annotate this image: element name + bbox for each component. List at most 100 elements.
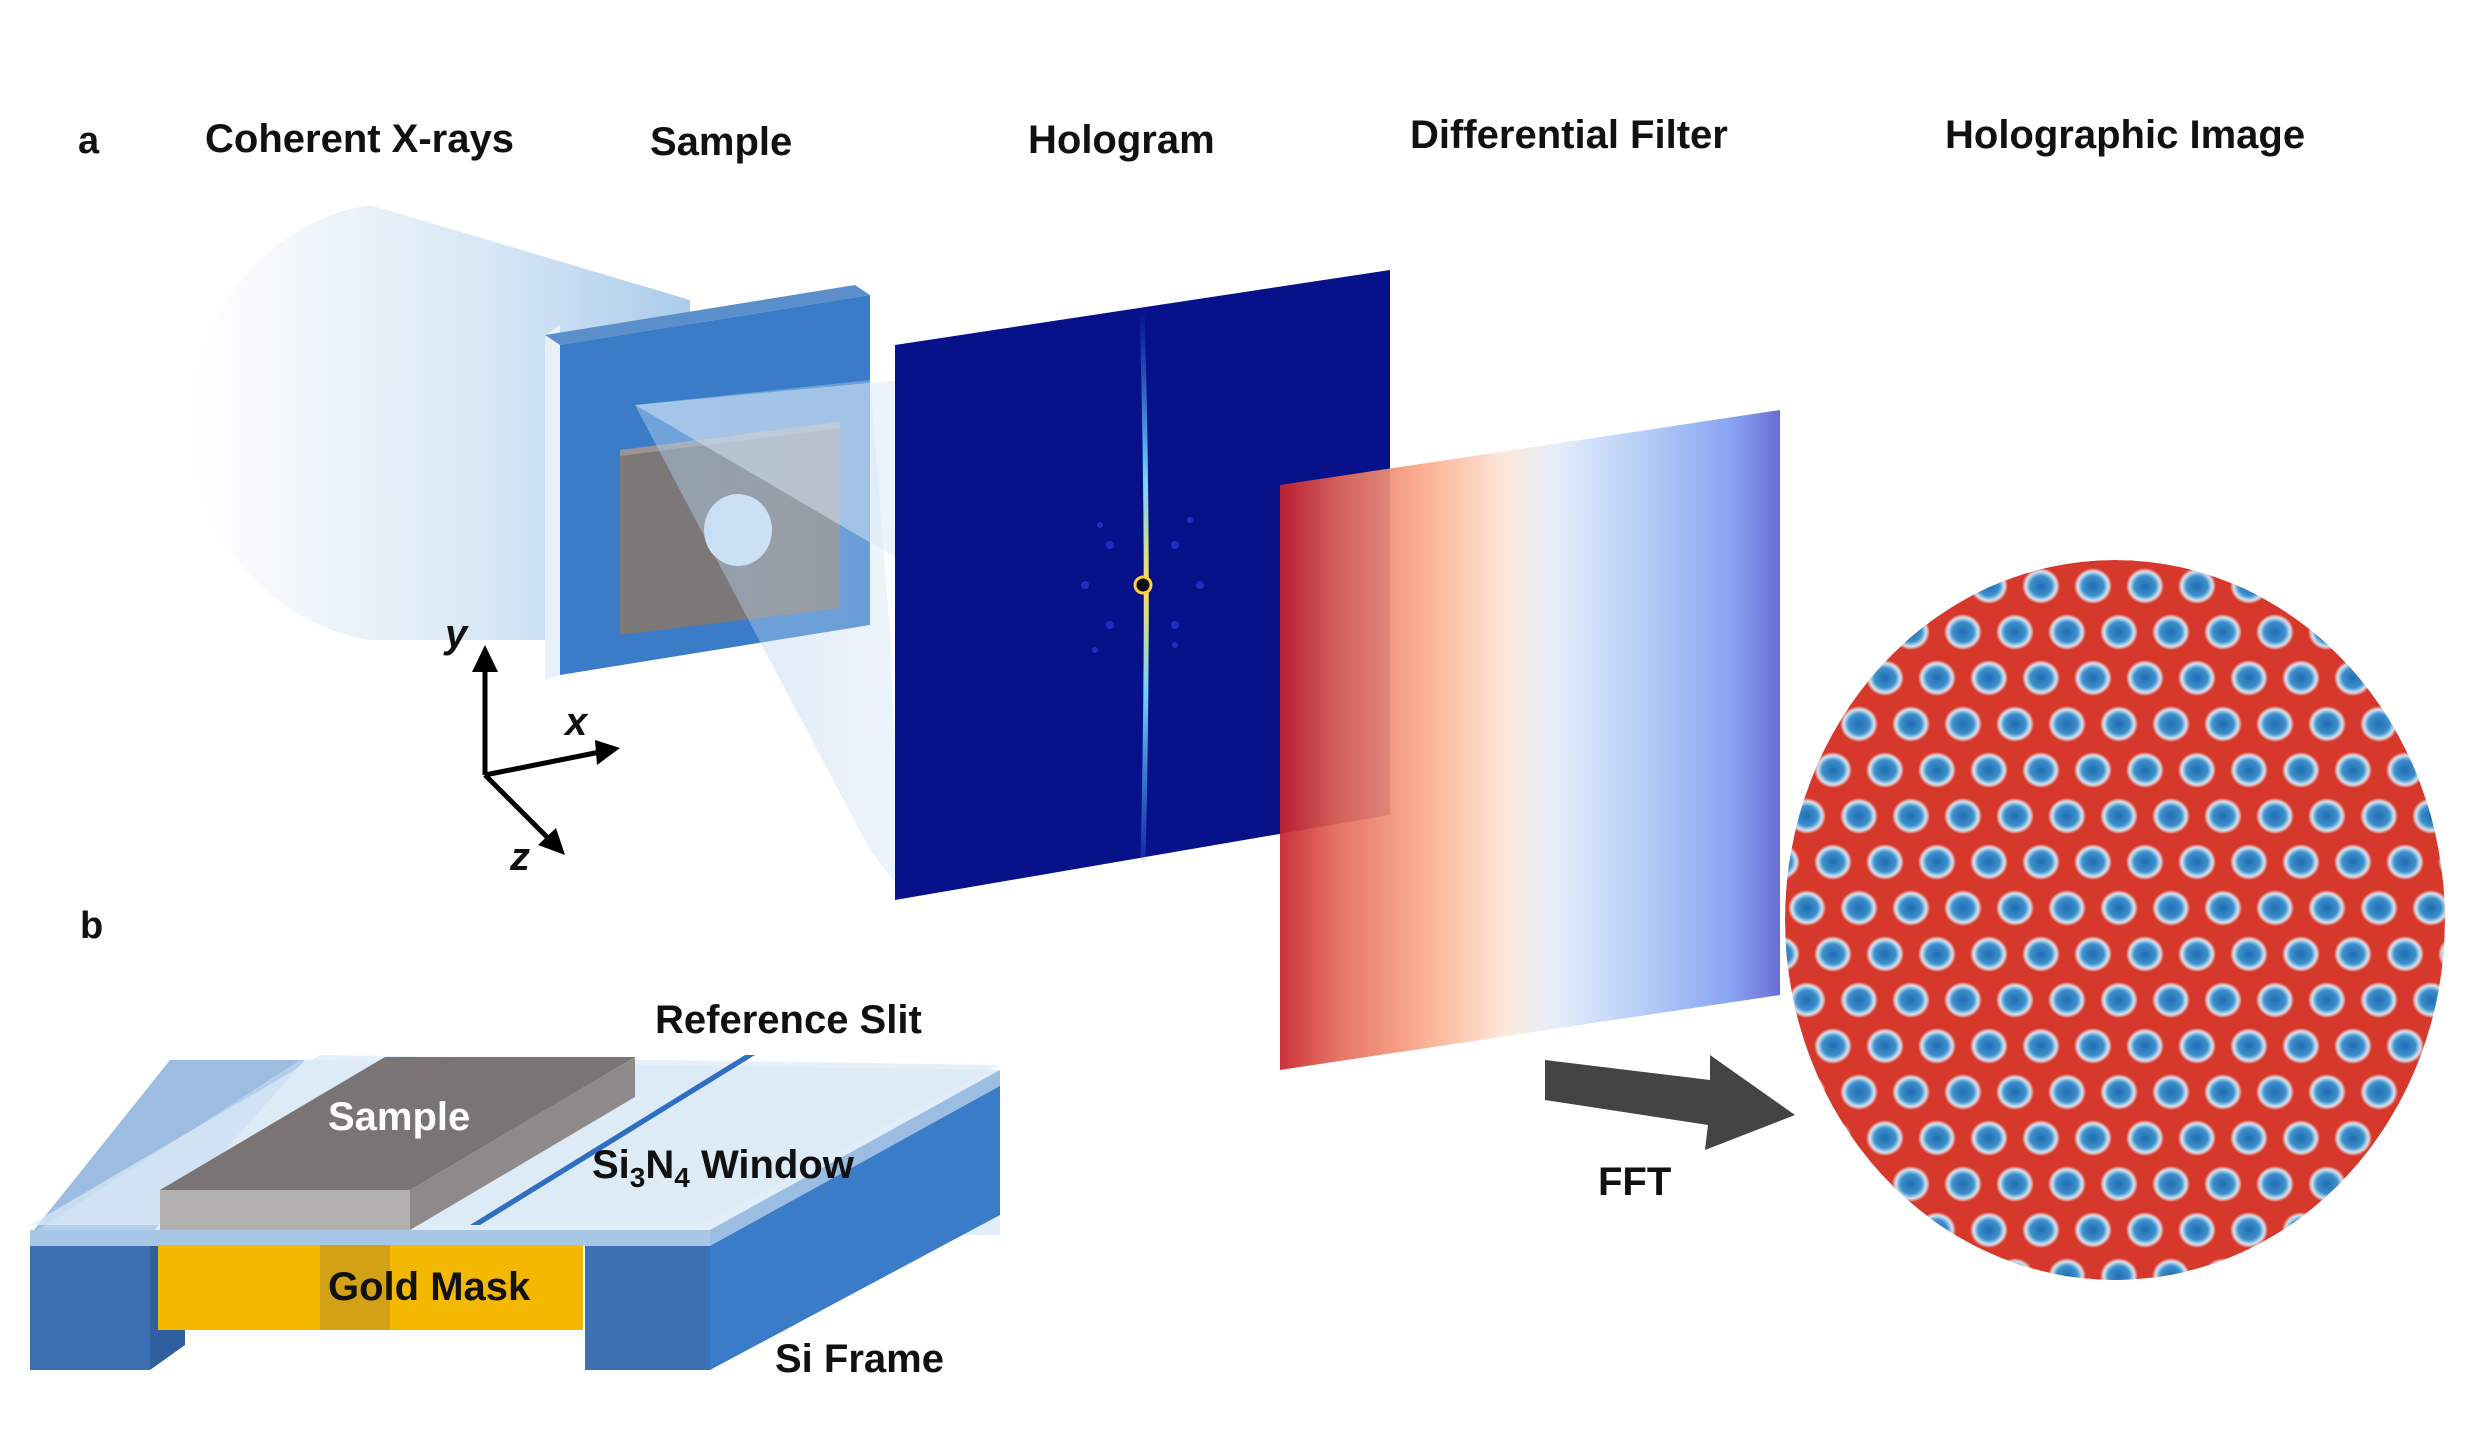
axis-y-label: y bbox=[445, 612, 468, 656]
skyrmion-domain bbox=[1785, 1212, 1800, 1248]
skyrmion-domain bbox=[2126, 936, 2164, 972]
skyrmion-domain bbox=[2360, 798, 2398, 834]
skyrmion-domain bbox=[2230, 936, 2268, 972]
skyrmion-domain bbox=[2100, 614, 2138, 650]
skyrmion-domain bbox=[2152, 1166, 2190, 1202]
sample-frame-top bbox=[545, 285, 870, 345]
gold-mask-label: Gold Mask bbox=[328, 1265, 531, 1309]
skyrmion-domain bbox=[1892, 1074, 1930, 1110]
skyrmion-domain bbox=[1918, 752, 1956, 788]
sample-slab-side bbox=[410, 1057, 635, 1230]
skyrmion-domain bbox=[2178, 1028, 2216, 1064]
skyrmion-domain bbox=[2048, 1074, 2086, 1110]
skyrmion-domain bbox=[2412, 890, 2445, 926]
fft-arrow bbox=[1545, 1055, 1795, 1150]
skyrmion-domain bbox=[1996, 1074, 2034, 1110]
skyrmion-domain bbox=[2152, 706, 2190, 742]
skyrmion-domain bbox=[2360, 1074, 2398, 1110]
skyrmion-domain bbox=[2386, 936, 2424, 972]
skyrmion-domain bbox=[2178, 1212, 2216, 1248]
skyrmion-domain bbox=[2178, 660, 2216, 696]
panel-b-letter: b bbox=[80, 905, 104, 947]
skyrmion-domain bbox=[2230, 1120, 2268, 1156]
skyrmion-domain bbox=[2022, 660, 2060, 696]
skyrmion-domain bbox=[1996, 706, 2034, 742]
skyrmion-domain bbox=[1840, 798, 1878, 834]
skyrmion-domain bbox=[1840, 706, 1878, 742]
si-frame-right-face bbox=[710, 1075, 1000, 1370]
skyrmion-domain bbox=[1944, 1166, 1982, 1202]
skyrmion-domain bbox=[2022, 1028, 2060, 1064]
skyrmion-domain bbox=[2282, 936, 2320, 972]
title-coherent-xrays: Coherent X-rays bbox=[205, 117, 514, 161]
skyrmion-domain bbox=[2100, 1166, 2138, 1202]
sample-slab-front bbox=[160, 1190, 410, 1230]
reference-slit bbox=[470, 1055, 755, 1225]
skyrmion-domain bbox=[1944, 706, 1982, 742]
skyrmion-domain bbox=[1944, 614, 1982, 650]
skyrmion-domain bbox=[2152, 614, 2190, 650]
skyrmion-domain bbox=[2100, 982, 2138, 1018]
skyrmion-domain bbox=[1970, 752, 2008, 788]
skyrmion-domain bbox=[2256, 890, 2294, 926]
skyrmion-domain bbox=[2022, 1212, 2060, 1248]
skyrmion-domain bbox=[1788, 890, 1826, 926]
window-slab-side bbox=[710, 1070, 1000, 1246]
skyrmion-domain bbox=[1944, 982, 1982, 1018]
skyrmion-domain bbox=[1866, 936, 1904, 972]
skyrmion-domain bbox=[1918, 1028, 1956, 1064]
coordinate-axes bbox=[472, 645, 620, 855]
skyrmion-domain bbox=[2256, 1074, 2294, 1110]
skyrmion-domain bbox=[1970, 1120, 2008, 1156]
skyrmion-domain bbox=[2308, 890, 2346, 926]
skyrmion-domain bbox=[1788, 982, 1826, 1018]
skyrmion-domain bbox=[1785, 1028, 1800, 1064]
skyrmion-domain bbox=[1788, 798, 1826, 834]
skyrmion-domain bbox=[1840, 982, 1878, 1018]
skyrmion-domain bbox=[1814, 844, 1852, 880]
skyrmion-domain bbox=[1996, 614, 2034, 650]
skyrmion-domain bbox=[2204, 1166, 2242, 1202]
skyrmion-domain bbox=[2022, 568, 2060, 604]
skyrmion-domain bbox=[2048, 1166, 2086, 1202]
skyrmion-domain bbox=[1840, 1074, 1878, 1110]
skyrmion-domain bbox=[2308, 798, 2346, 834]
skyrmion-domain bbox=[2048, 614, 2086, 650]
skyrmion-domain bbox=[2022, 936, 2060, 972]
sample-frame-side bbox=[545, 325, 560, 680]
window-suffix: Window bbox=[689, 1143, 854, 1187]
skyrmion-domain bbox=[2178, 568, 2216, 604]
skyrmion-domain bbox=[2230, 1212, 2268, 1248]
skyrmion-domain bbox=[2074, 844, 2112, 880]
skyrmion-domain bbox=[1944, 890, 1982, 926]
skyrmion-domain bbox=[2204, 706, 2242, 742]
title-differential-filter: Differential Filter bbox=[1410, 113, 1728, 157]
skyrmion-domain bbox=[2152, 982, 2190, 1018]
skyrmion-domain bbox=[2074, 660, 2112, 696]
skyrmion-domain bbox=[2074, 1212, 2112, 1248]
skyrmion-domain bbox=[2126, 752, 2164, 788]
skyrmion-domain bbox=[2386, 844, 2424, 880]
skyrmion-domain bbox=[1892, 982, 1930, 1018]
skyrmion-domain bbox=[2126, 568, 2164, 604]
skyrmion-domain bbox=[2048, 798, 2086, 834]
skyrmion-domain bbox=[1970, 844, 2008, 880]
title-hologram: Hologram bbox=[1028, 118, 1215, 162]
skyrmion-domain bbox=[1970, 1212, 2008, 1248]
skyrmion-domain bbox=[2126, 844, 2164, 880]
skyrmion-domain bbox=[2230, 1028, 2268, 1064]
skyrmion-domain bbox=[2100, 706, 2138, 742]
window-mid: N bbox=[645, 1143, 675, 1187]
skyrmion-domain bbox=[2022, 1120, 2060, 1156]
skyrmion-domain bbox=[2100, 890, 2138, 926]
skyrmion-domain bbox=[2256, 798, 2294, 834]
skyrmion-domain bbox=[2282, 1028, 2320, 1064]
skyrmion-domain bbox=[2152, 1074, 2190, 1110]
skyrmion-domain bbox=[2048, 1258, 2086, 1280]
skyrmion-domain bbox=[2204, 1074, 2242, 1110]
skyrmion-domain bbox=[2386, 1028, 2424, 1064]
skyrmion-domain bbox=[2334, 752, 2372, 788]
skyrmion-domain bbox=[2100, 1074, 2138, 1110]
skyrmion-domain bbox=[2308, 706, 2346, 742]
